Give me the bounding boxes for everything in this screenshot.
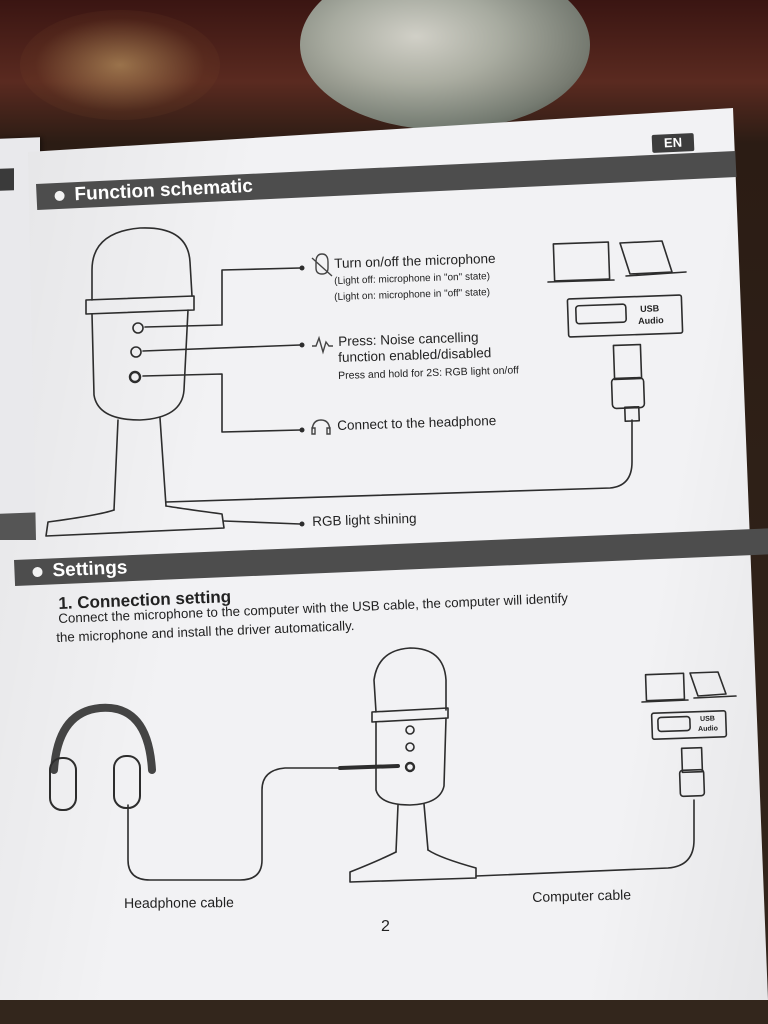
usb-plug-head-small	[680, 746, 704, 774]
usb-plug-head	[612, 343, 643, 381]
computer-cable	[475, 799, 695, 877]
usb-cable	[165, 419, 633, 503]
background-disc	[300, 0, 590, 130]
headphone-left-cup	[49, 757, 77, 811]
mic-mute-icon	[311, 253, 333, 277]
leader-line	[144, 267, 301, 328]
usb-label-bottom: USB	[700, 715, 716, 723]
usb-plug-body	[610, 376, 646, 410]
page-number: 2	[381, 918, 390, 935]
headphones-band	[50, 703, 156, 774]
usb-port-box	[566, 294, 684, 338]
background-glow	[20, 10, 220, 120]
audio-label-bottom: Audio	[698, 725, 719, 733]
monitor-illustration	[552, 241, 611, 282]
microphone-illustration-small	[349, 647, 477, 883]
usb-plug-neck	[623, 405, 641, 423]
usb-port-box-small	[650, 709, 728, 741]
audio-label-top: Audio	[638, 315, 664, 326]
usb-plug-body-small	[678, 768, 706, 798]
headphone-cable-label: Headphone cable	[124, 894, 234, 911]
headphone-icon	[311, 419, 331, 435]
leader-line	[142, 344, 301, 352]
laptop-illustration-small	[689, 671, 727, 697]
microphone-illustration	[45, 227, 225, 537]
laptop-illustration	[619, 240, 673, 275]
monitor-illustration-small	[644, 672, 686, 702]
leader-line	[142, 373, 301, 433]
waveform-icon	[312, 335, 333, 355]
usb-label-top: USB	[640, 303, 660, 314]
headphone-right-cup	[113, 755, 141, 809]
headphone-cable	[127, 767, 341, 881]
leader-line	[223, 520, 301, 525]
computer-cable-label: Computer cable	[532, 886, 632, 905]
